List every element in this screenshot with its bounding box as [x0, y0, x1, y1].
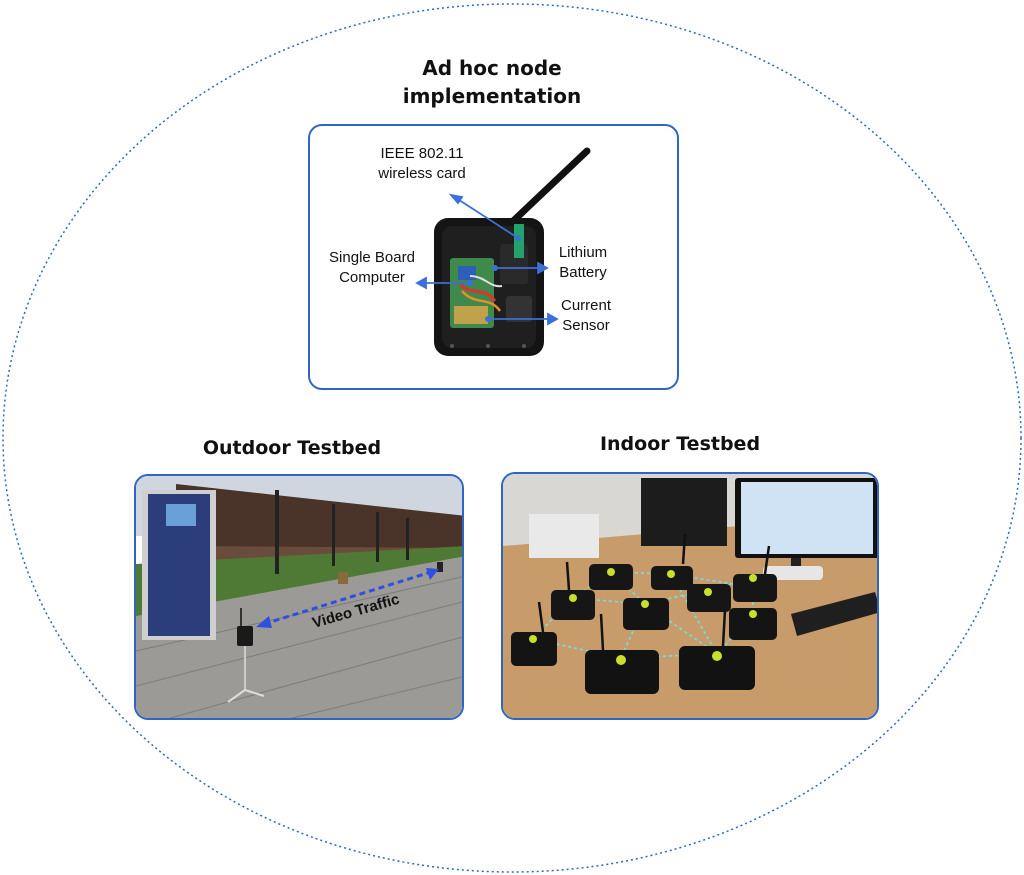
- outdoor-node-tripod: [227, 608, 265, 703]
- indoor-node: [651, 566, 693, 590]
- battery-label-line1: Lithium: [558, 244, 608, 261]
- indoor-node: [733, 574, 777, 602]
- indoor-nodes: [511, 564, 777, 694]
- battery-label-line2: Battery: [559, 264, 607, 281]
- indoor-node: [729, 608, 777, 640]
- indoor-scene: [503, 474, 877, 718]
- node-section-title: Ad hoc node implementation: [392, 54, 592, 110]
- node-enclosure: [434, 218, 544, 356]
- video-traffic-arrow: [256, 568, 439, 628]
- indoor-node: [551, 590, 595, 620]
- sensor-label-line2: Sensor: [562, 317, 610, 334]
- node-device-illustration: [415, 147, 591, 356]
- outdoor-node-far: [338, 572, 348, 584]
- wireless-card-label: IEEE 802.11 wireless card: [362, 144, 482, 184]
- keyboard: [791, 592, 877, 636]
- node-title-line2: implementation: [402, 84, 582, 108]
- node-implementation-panel: IEEE 802.11 wireless card Single Board C…: [308, 124, 679, 390]
- antenna-shape: [506, 147, 591, 228]
- sensor-label: Current Sensor: [550, 296, 622, 336]
- sbc-label-line1: Single Board: [329, 249, 415, 266]
- indoor-node: [687, 584, 731, 612]
- outdoor-testbed-panel: Video Traffic: [134, 474, 464, 720]
- indoor-node: [585, 650, 659, 694]
- wireless-card-label-line2: wireless card: [378, 165, 466, 182]
- sensor-label-line1: Current: [560, 297, 612, 314]
- outdoor-testbed-title: Outdoor Testbed: [202, 437, 382, 459]
- sbc-label: Single Board Computer: [316, 248, 428, 288]
- wireless-card-label-line1: IEEE 802.11: [380, 145, 464, 162]
- sbc-label-line2: Computer: [339, 269, 405, 286]
- callout-arrows: [415, 193, 559, 326]
- indoor-node: [679, 646, 755, 690]
- indoor-testbed-panel: [501, 472, 879, 720]
- battery-label: Lithium Battery: [548, 243, 618, 283]
- indoor-node: [589, 564, 633, 590]
- indoor-testbed-title: Indoor Testbed: [599, 433, 761, 455]
- indoor-node: [623, 598, 669, 630]
- outdoor-scene: Video Traffic: [136, 476, 462, 718]
- indoor-node: [511, 632, 557, 666]
- node-title-line1: Ad hoc node: [422, 56, 562, 80]
